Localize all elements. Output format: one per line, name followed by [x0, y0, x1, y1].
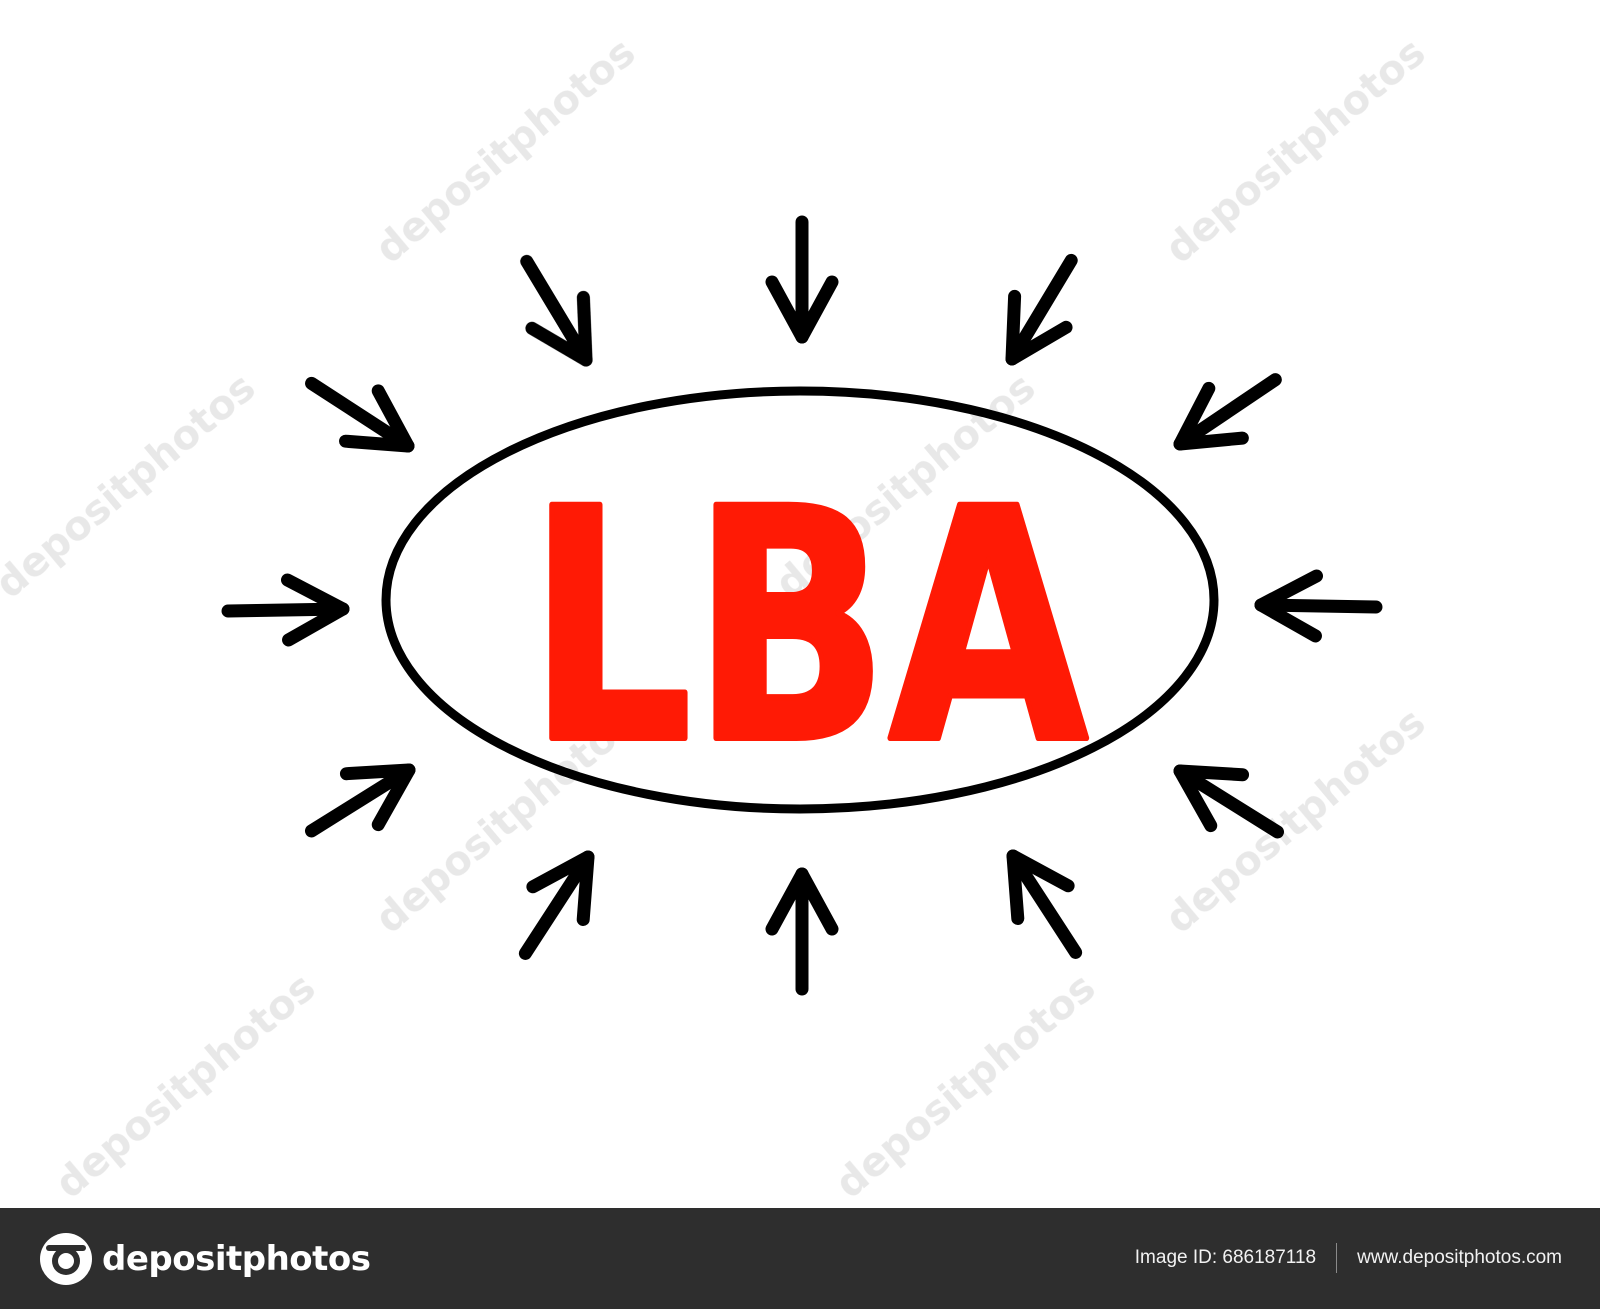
- camera-logo-icon: [40, 1233, 92, 1285]
- watermark-text: depositphotos: [1157, 29, 1434, 272]
- arrow-icon: [772, 222, 832, 337]
- arrow-icon: [772, 874, 832, 989]
- site-link[interactable]: www.depositphotos.com: [1357, 1247, 1562, 1268]
- arrow-icon: [988, 840, 1101, 969]
- watermark-text: depositphotos: [827, 964, 1104, 1207]
- image-id-label: Image ID: 686187118: [1134, 1247, 1317, 1268]
- illustration-canvas: depositphotos depositphotos depositphoto…: [0, 29, 1434, 1207]
- arrow-icon: [1163, 355, 1292, 469]
- divider: [1336, 1243, 1338, 1273]
- watermark-text: depositphotos: [0, 364, 264, 607]
- ellipse-frame: [381, 386, 1219, 814]
- arrow-icon: [1260, 575, 1376, 637]
- arrow-icon: [227, 579, 343, 641]
- center-label: LBA: [528, 442, 1090, 814]
- watermark-text: depositphotos: [47, 964, 324, 1207]
- arrow-icon: [500, 841, 613, 970]
- arrow-icon: [986, 245, 1097, 374]
- watermark-text: depositphotos: [1157, 699, 1434, 942]
- brand-name: depositphotos: [102, 1239, 371, 1279]
- arrow-icon: [295, 358, 424, 471]
- footer-bar: depositphotos Image ID: 686187118 www.de…: [0, 1208, 1600, 1309]
- watermark-text: depositphotos: [367, 29, 644, 272]
- brand-logo[interactable]: depositphotos: [38, 1230, 371, 1288]
- image-meta: Image ID: 686187118 www.depositphotos.co…: [1135, 1243, 1562, 1273]
- arrow-icon: [501, 246, 612, 375]
- arrow-icon: [296, 745, 425, 857]
